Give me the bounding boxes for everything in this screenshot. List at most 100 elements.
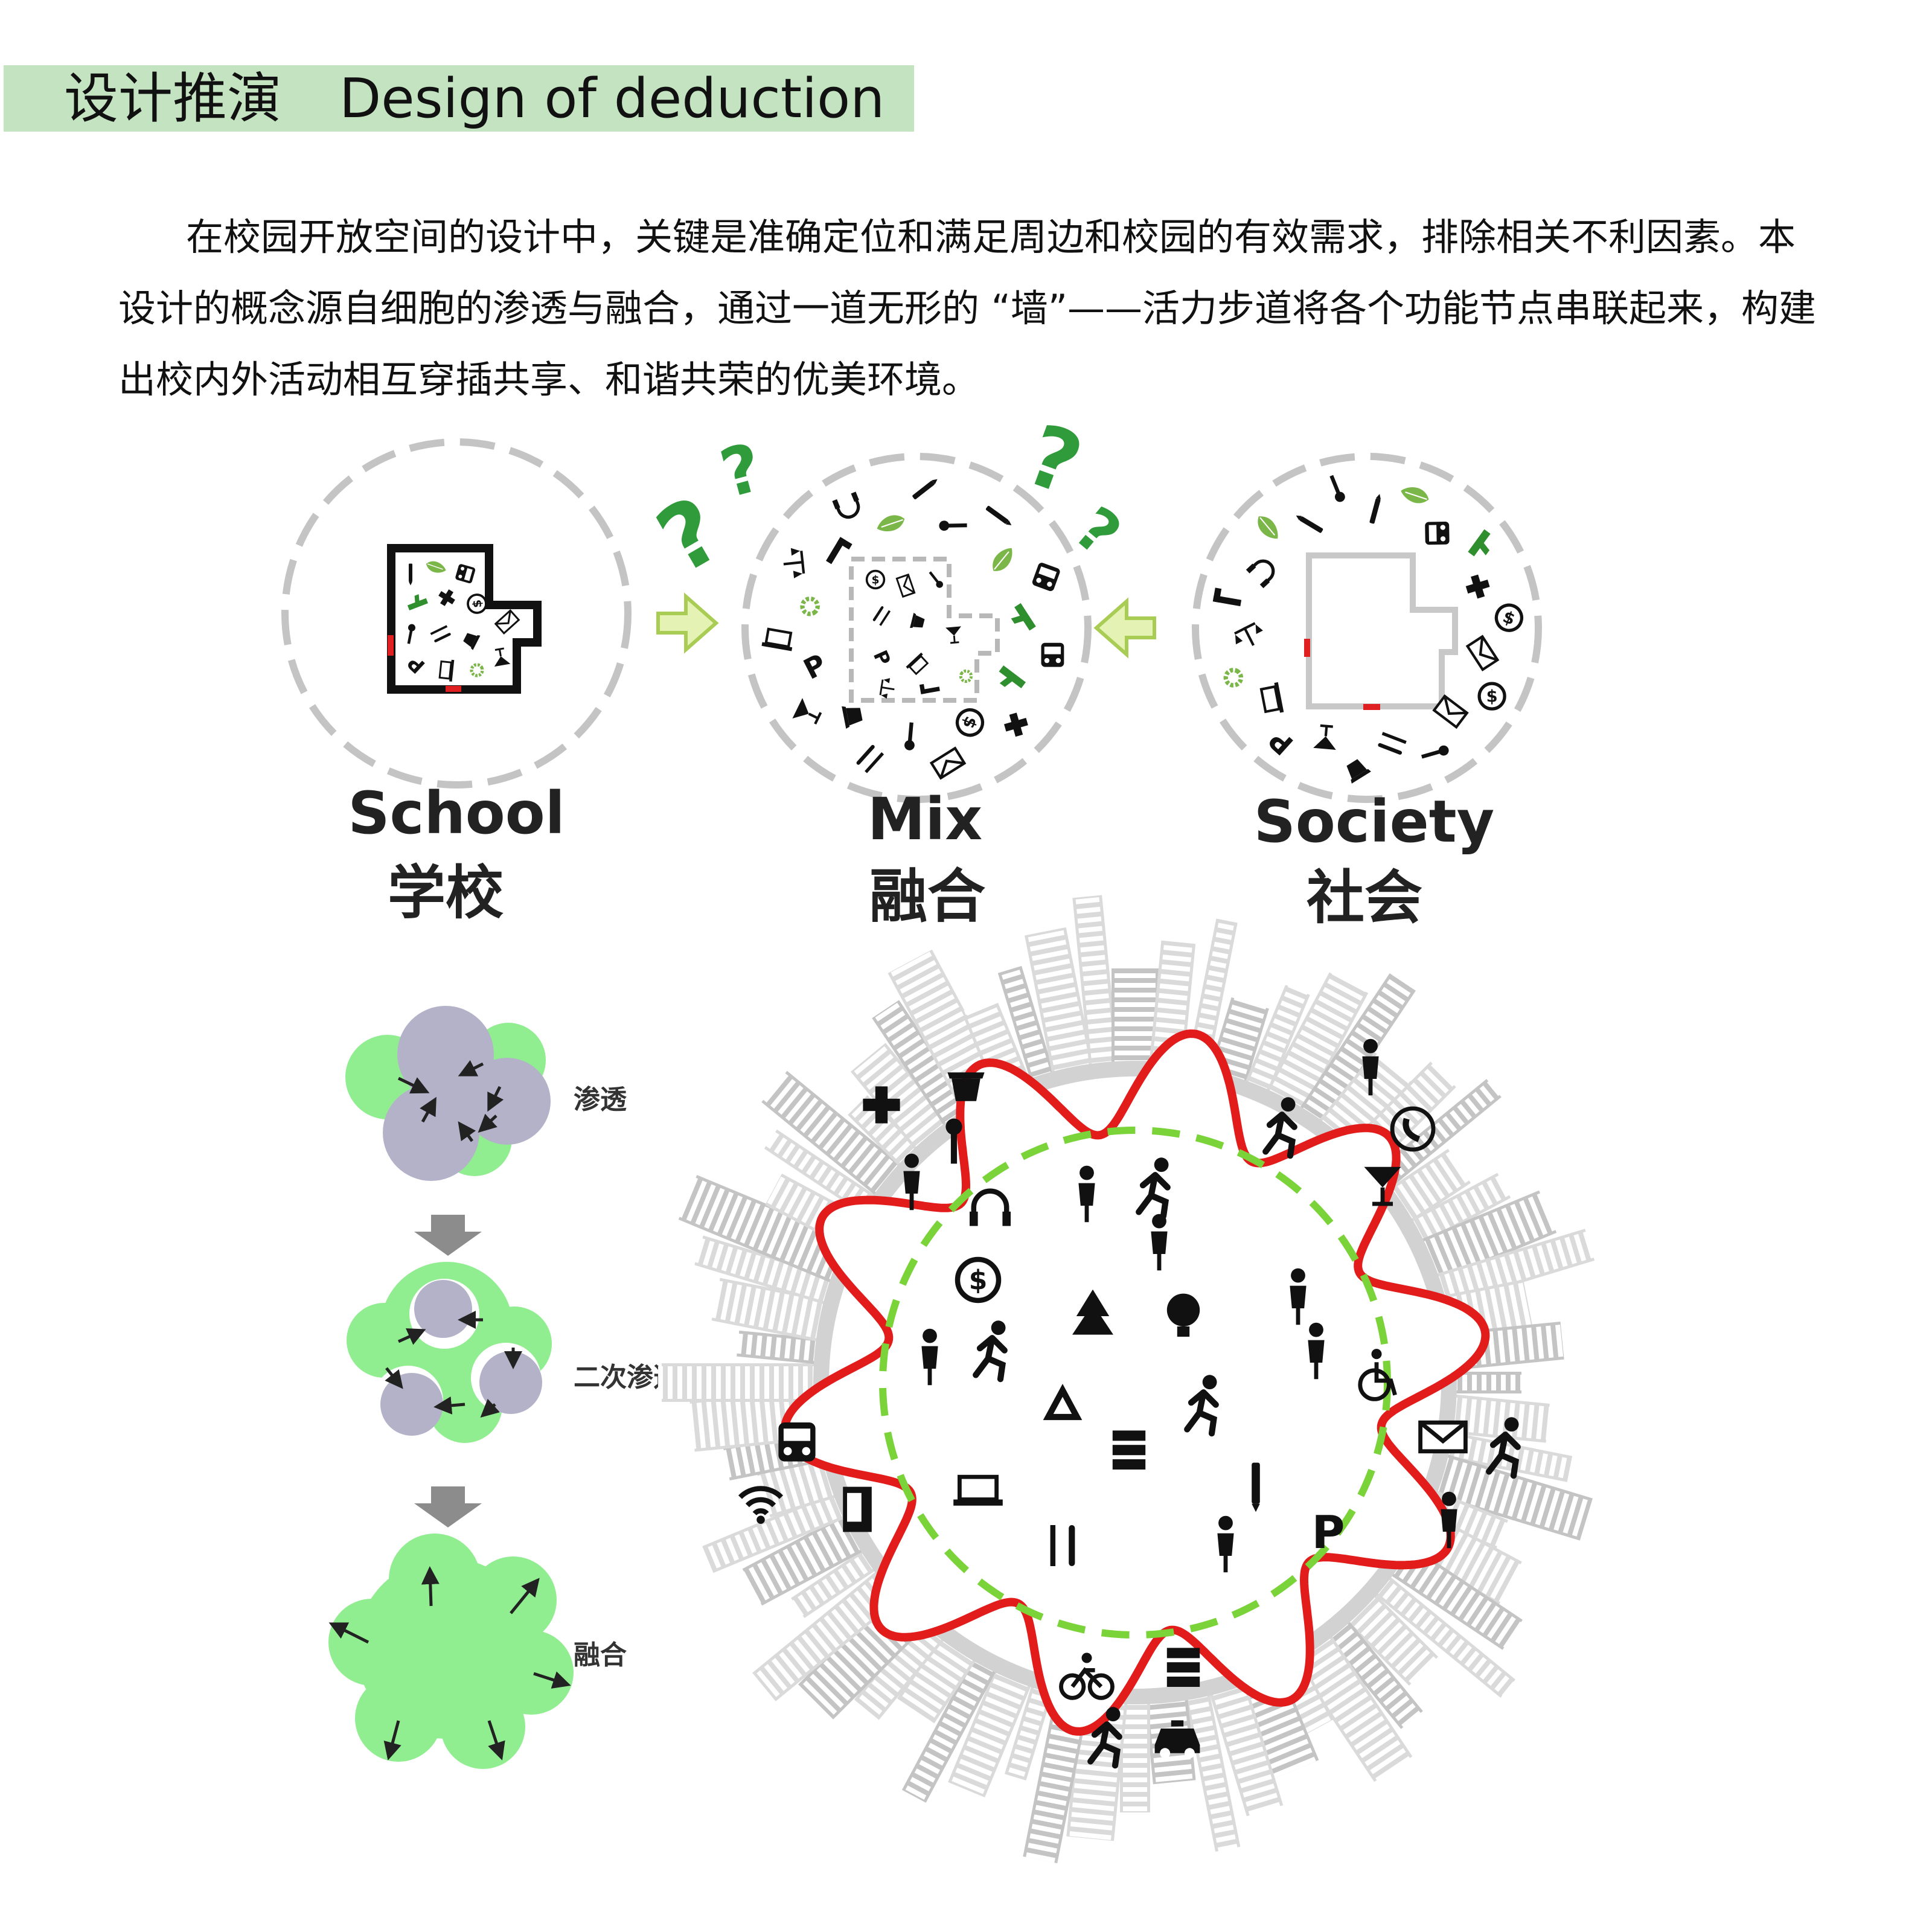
headphones-icon bbox=[970, 1188, 1011, 1226]
mail-icon bbox=[895, 573, 916, 598]
building bbox=[872, 1000, 974, 1131]
gear-icon bbox=[1223, 668, 1244, 688]
building bbox=[1342, 1590, 1439, 1686]
auditorium-icon bbox=[1112, 1430, 1146, 1470]
mic-icon bbox=[407, 624, 416, 644]
parking-icon: P bbox=[798, 647, 831, 685]
leaf-icon bbox=[426, 561, 446, 573]
pen-icon bbox=[1369, 494, 1381, 524]
stage-fusion bbox=[328, 1534, 574, 1769]
bicycle-icon bbox=[1059, 1652, 1115, 1700]
building bbox=[1416, 1190, 1557, 1284]
process-column: 渗透 二次渗透 bbox=[328, 1006, 680, 1769]
scale-icon bbox=[1234, 622, 1263, 646]
gun-icon bbox=[999, 665, 1026, 689]
down-arrow-2 bbox=[414, 1486, 482, 1527]
mail-icon bbox=[1432, 694, 1469, 729]
gear-icon bbox=[800, 596, 820, 616]
bench-couple-icon bbox=[1362, 1038, 1379, 1096]
question-mark-4: ? bbox=[1061, 493, 1134, 570]
mail-icon bbox=[494, 609, 520, 635]
fork-icon bbox=[1378, 732, 1407, 755]
laptop-icon bbox=[906, 652, 929, 676]
building bbox=[1430, 1229, 1596, 1308]
question-mark-2: ? bbox=[712, 428, 770, 513]
vending-machine-icon bbox=[843, 1486, 872, 1532]
building bbox=[1208, 1677, 1284, 1817]
headphones-icon bbox=[832, 491, 860, 519]
plan-diagram: $P bbox=[658, 888, 1598, 1864]
recycle-icon bbox=[1043, 1384, 1083, 1421]
society-label-en: Society bbox=[1254, 788, 1494, 856]
bus-icon bbox=[455, 564, 476, 584]
svg-text:$: $ bbox=[969, 1265, 988, 1296]
question-mark-1: ? bbox=[641, 477, 738, 594]
building bbox=[1290, 1631, 1413, 1782]
reader-icon bbox=[953, 1474, 1003, 1506]
mail-icon bbox=[1418, 1420, 1468, 1454]
medical-cross-icon bbox=[863, 1086, 900, 1124]
fork-icon bbox=[430, 625, 451, 642]
cross-icon bbox=[1004, 712, 1028, 737]
svg-text:P: P bbox=[798, 647, 831, 685]
building bbox=[1183, 1687, 1241, 1852]
arrow-from-society bbox=[1093, 597, 1156, 659]
stage-label-1: 渗透 bbox=[574, 1084, 627, 1115]
leaf-icon bbox=[877, 515, 905, 531]
building bbox=[1072, 888, 1119, 1072]
parking-icon: P bbox=[869, 647, 894, 669]
mic-icon bbox=[1421, 745, 1449, 759]
wifi-icon bbox=[738, 1486, 784, 1524]
society-label-zh: 社会 bbox=[1307, 864, 1422, 932]
headphones-icon bbox=[1246, 559, 1275, 589]
stage-secondary-permeation bbox=[347, 1262, 552, 1443]
school-label-zh: 学校 bbox=[388, 859, 504, 927]
gun-icon bbox=[1011, 603, 1036, 631]
smoking-icon bbox=[1252, 1462, 1260, 1512]
dollar-icon: $ bbox=[865, 569, 886, 590]
bus-icon bbox=[778, 1422, 816, 1462]
mic-icon bbox=[904, 722, 915, 750]
svg-text:P: P bbox=[869, 647, 894, 669]
scale-icon bbox=[783, 548, 805, 578]
mic-icon bbox=[1329, 475, 1345, 502]
cross-icon bbox=[1465, 574, 1490, 599]
svg-text:$: $ bbox=[871, 574, 879, 586]
dollar-icon: $ bbox=[467, 593, 487, 614]
cocktail-icon bbox=[792, 698, 822, 724]
mix-label-zh: 融合 bbox=[869, 863, 985, 930]
building bbox=[1386, 1541, 1524, 1650]
cup-icon bbox=[1346, 759, 1371, 784]
dollar-icon: $ bbox=[1477, 682, 1506, 711]
reception-desk-icon bbox=[921, 1328, 938, 1386]
taxi-icon bbox=[1154, 1720, 1200, 1759]
down-arrow-1 bbox=[414, 1215, 482, 1256]
concept-row: $P School 学校 $P$P Mix 融合 ? ? ? ? $P$ bbox=[281, 406, 1542, 932]
phone-icon bbox=[1390, 1106, 1436, 1152]
building bbox=[658, 1363, 821, 1402]
fork-icon bbox=[856, 744, 884, 773]
cocktail-icon bbox=[945, 626, 961, 644]
mail-icon bbox=[929, 746, 967, 780]
bed-icon bbox=[826, 537, 852, 565]
dollar-icon: $ bbox=[955, 1256, 1002, 1303]
diving-icon bbox=[1184, 1375, 1219, 1437]
cutlery-icon bbox=[1050, 1525, 1075, 1566]
gun-icon bbox=[1468, 529, 1491, 557]
question-mark-3: ? bbox=[1014, 406, 1094, 515]
pen-icon bbox=[409, 563, 412, 586]
leaf-icon bbox=[1401, 487, 1429, 504]
pen-icon bbox=[985, 505, 1012, 525]
stage-label-3: 融合 bbox=[574, 1640, 627, 1671]
stack-icon bbox=[1166, 1648, 1200, 1687]
svg-text:$: $ bbox=[1486, 688, 1498, 706]
svg-text:$: $ bbox=[1500, 607, 1517, 629]
laptop-icon bbox=[761, 627, 793, 651]
bus-icon bbox=[1425, 521, 1450, 545]
gear-icon bbox=[959, 669, 973, 683]
microphone-icon bbox=[945, 1118, 962, 1164]
title-zh: 设计推演 bbox=[64, 67, 281, 130]
header-band bbox=[4, 65, 914, 132]
school-circle: $P bbox=[281, 438, 632, 788]
arrow-to-mix bbox=[656, 592, 719, 654]
